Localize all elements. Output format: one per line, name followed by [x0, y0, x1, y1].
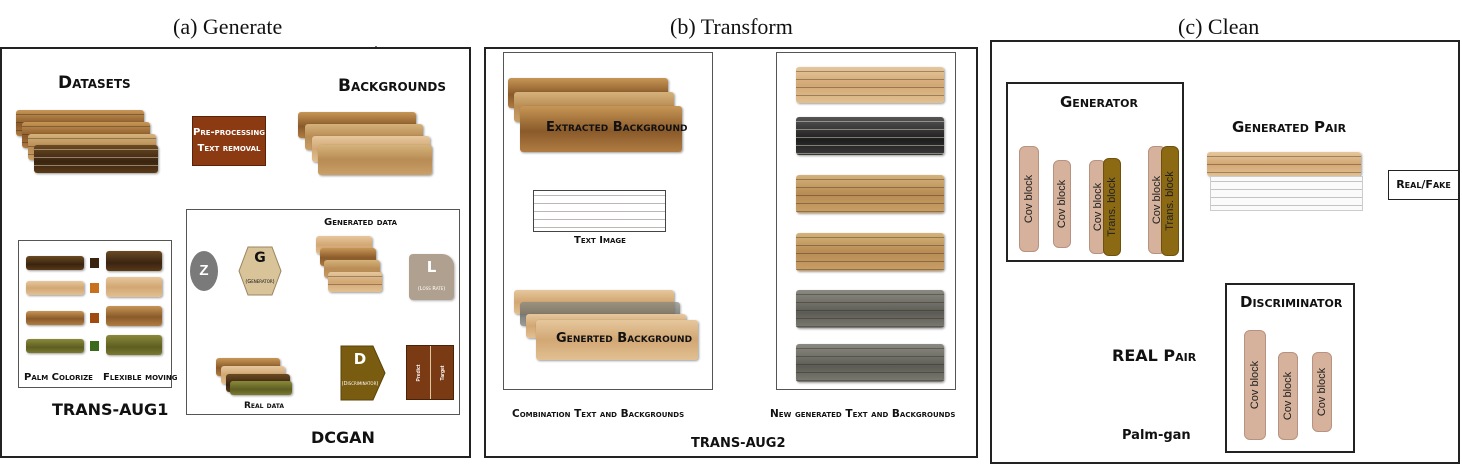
loss-node: [409, 254, 454, 300]
g-label: G: [254, 250, 266, 266]
gen-cov-block-2-label: Cov block: [1056, 179, 1068, 229]
preprocessing-box: Pre-processing Text removal: [192, 116, 266, 166]
real-fake-box: Real/Fake: [1388, 170, 1459, 200]
colorize-leaf-2: [26, 281, 84, 295]
generated-background-label: Generted Background: [556, 331, 693, 346]
disc-cov-block-3-label: Cov block: [1316, 367, 1328, 417]
disc-cov-block-2: Cov block: [1278, 352, 1298, 440]
flexible-moving-label: Flexible moving: [103, 372, 178, 383]
real-fake-label: Real/Fake: [1396, 178, 1451, 191]
moving-leaf-2: [106, 277, 162, 297]
gen-trans-block-2-label: Trans. block: [1164, 171, 1176, 231]
predict-target-box: Predict Target: [406, 345, 454, 400]
panel-title-generate: (a) Generate: [173, 14, 283, 39]
colorize-leaf-1: [26, 256, 84, 270]
extracted-leaf-3: [520, 106, 682, 152]
z-node: Z: [190, 251, 218, 291]
dcgan-label: DCGAN: [311, 428, 375, 447]
preprocess-label-2: Text removal: [197, 143, 261, 154]
trans-aug1-label: TRANS-AUG1: [52, 400, 169, 419]
new-generated-box: [776, 52, 956, 390]
color-swatch-4: [90, 341, 99, 351]
real-leaf-4: [230, 381, 292, 395]
gen-cov-block-1: Cov block: [1019, 146, 1039, 252]
discriminator-pentagon: [340, 345, 386, 401]
combination-label: Combination Text and Backgrounds: [512, 408, 685, 420]
new-leaf-5: [796, 290, 944, 328]
real-data-label: Real data: [244, 401, 285, 411]
background-leaf-4: [318, 145, 432, 175]
gen-cov-block-1-label: Cov block: [1023, 174, 1035, 224]
d-label: D: [353, 350, 367, 368]
panel-title-clean: (c) Clean: [1178, 14, 1260, 39]
disc-cov-block-3: Cov block: [1312, 352, 1332, 432]
gen-cov-block-2: Cov block: [1053, 160, 1071, 248]
datasets-label: Datasets: [58, 73, 131, 93]
text-image-label: Text Image: [574, 235, 626, 246]
color-swatch-1: [90, 258, 99, 268]
dataset-leaf-4: [34, 145, 158, 173]
new-generated-label: New generated Text and Backgrounds: [770, 408, 956, 420]
gen-trans-block-1: Trans. block: [1103, 158, 1121, 256]
d-sub-label: (Discriminator): [341, 381, 379, 387]
trans-aug2-label: TRANS-AUG2: [691, 436, 786, 451]
generated-pair-image: [1207, 152, 1361, 176]
backgrounds-label: Backgrounds: [338, 76, 447, 96]
disc-cov-block-1-label: Cov block: [1249, 360, 1261, 410]
new-leaf-4: [796, 233, 944, 271]
panel-title-transform: (b) Transform: [670, 14, 793, 39]
text-image: [533, 190, 666, 232]
color-swatch-3: [90, 313, 99, 323]
disc-cov-block-2-label: Cov block: [1282, 371, 1294, 421]
new-leaf-2: [796, 117, 944, 155]
color-swatch-2: [90, 283, 99, 293]
palm-colorize-label: Palm Colorize: [24, 372, 93, 383]
target-cell: Target: [431, 346, 454, 399]
generated-bg-leaf-4: [536, 320, 698, 360]
l-label: L: [426, 258, 437, 276]
generated-leaf-4: [328, 272, 382, 292]
disc-cov-block-1: Cov block: [1244, 330, 1266, 440]
generator-hexagon: [238, 246, 282, 296]
g-sub-label: (Generator): [245, 279, 275, 285]
generated-pair-text: [1210, 176, 1363, 211]
gen-trans-block-1-label: Trans. block: [1106, 177, 1118, 237]
preprocess-label-1: Pre-processing: [193, 127, 266, 138]
colorize-leaf-3: [26, 311, 84, 325]
discriminator-label: Discriminator: [1240, 293, 1343, 311]
predict-cell: Predict: [407, 346, 430, 399]
moving-leaf-1: [106, 251, 162, 271]
moving-leaf-4: [106, 335, 162, 355]
palm-gan-label: Palm-gan: [1122, 428, 1191, 443]
new-leaf-6: [796, 344, 944, 382]
gen-trans-block-2: Trans. block: [1161, 146, 1179, 256]
real-pair-label: REAL Pair: [1112, 346, 1197, 365]
l-sub-label: (Loss Rate): [417, 286, 446, 292]
extracted-background-label: Extracted Background: [546, 120, 688, 135]
generated-data-label: Generated data: [324, 217, 398, 228]
colorize-leaf-4: [26, 339, 84, 353]
generator-label: Generator: [1060, 93, 1139, 111]
predict-target-divider: [430, 346, 431, 399]
target-label: Target: [439, 365, 446, 380]
gen-cov-block-3-label: Cov block: [1091, 182, 1104, 232]
moving-leaf-3: [106, 306, 162, 326]
predict-label: Predict: [415, 364, 422, 381]
generated-pair-label: Generated Pair: [1232, 118, 1347, 136]
new-leaf-3: [796, 175, 944, 213]
new-leaf-1: [796, 67, 944, 103]
